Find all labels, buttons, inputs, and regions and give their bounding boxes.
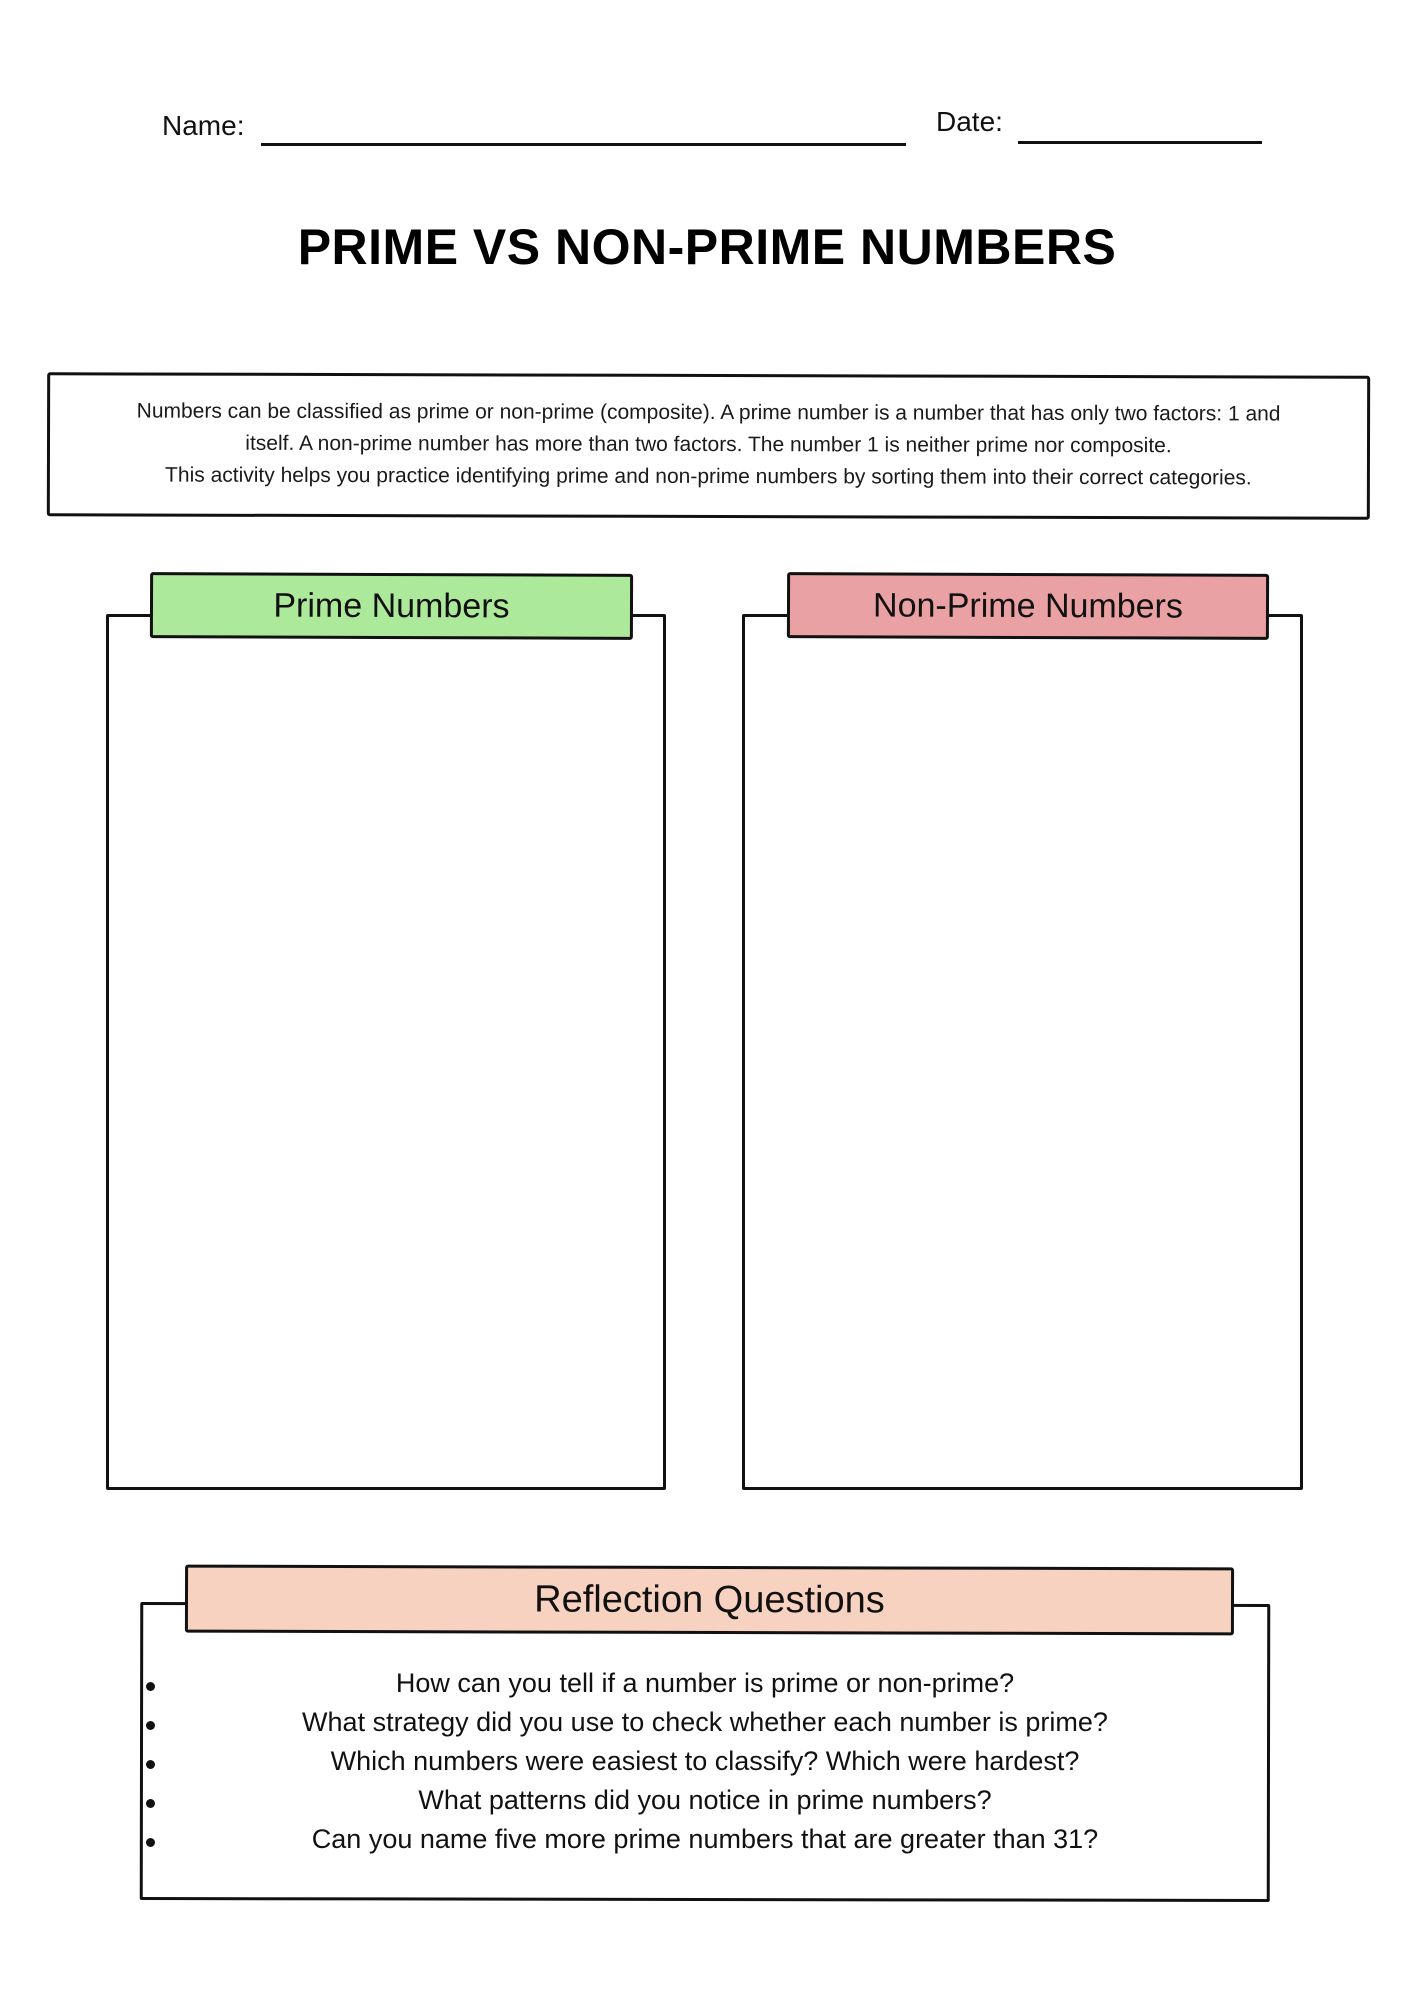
reflection-question: Which numbers were easiest to classify? … bbox=[330, 1746, 1080, 1776]
prime-numbers-header: Prime Numbers bbox=[149, 572, 634, 640]
reflection-question: What strategy did you use to check wheth… bbox=[302, 1707, 1108, 1737]
reflection-question: How can you tell if a number is prime or… bbox=[395, 1668, 1015, 1698]
reflection-title: Reflection Questions bbox=[534, 1578, 885, 1621]
intro-line-1: Numbers can be classified as prime or no… bbox=[136, 399, 1281, 426]
date-label: Date: bbox=[936, 106, 1003, 137]
intro-line-2: itself. A non-prime number has more than… bbox=[245, 431, 1172, 458]
date-field[interactable] bbox=[1018, 141, 1262, 144]
non-prime-numbers-label: Non-Prime Numbers bbox=[872, 585, 1183, 626]
reflection-header: Reflection Questions bbox=[184, 1564, 1235, 1636]
prime-numbers-label: Prime Numbers bbox=[273, 586, 510, 625]
bullet-icon bbox=[146, 1721, 155, 1730]
reflection-question: What patterns did you notice in prime nu… bbox=[418, 1785, 992, 1815]
non-prime-numbers-box[interactable] bbox=[742, 614, 1303, 1490]
intro-box: Numbers can be classified as prime or no… bbox=[46, 372, 1371, 520]
page-title: PRIME VS NON-PRIME NUMBERS bbox=[297, 219, 1117, 275]
prime-numbers-box[interactable] bbox=[106, 614, 666, 1490]
bullet-icon bbox=[146, 1682, 155, 1691]
name-label: Name: bbox=[162, 110, 245, 141]
bullet-icon bbox=[146, 1799, 155, 1808]
bullet-icon bbox=[146, 1760, 155, 1769]
intro-line-3: This activity helps you practice identif… bbox=[165, 463, 1252, 490]
reflection-question: Can you name five more prime numbers tha… bbox=[311, 1824, 1099, 1854]
non-prime-numbers-header: Non-Prime Numbers bbox=[786, 572, 1270, 640]
name-field[interactable] bbox=[261, 143, 906, 146]
bullet-icon bbox=[146, 1838, 155, 1847]
